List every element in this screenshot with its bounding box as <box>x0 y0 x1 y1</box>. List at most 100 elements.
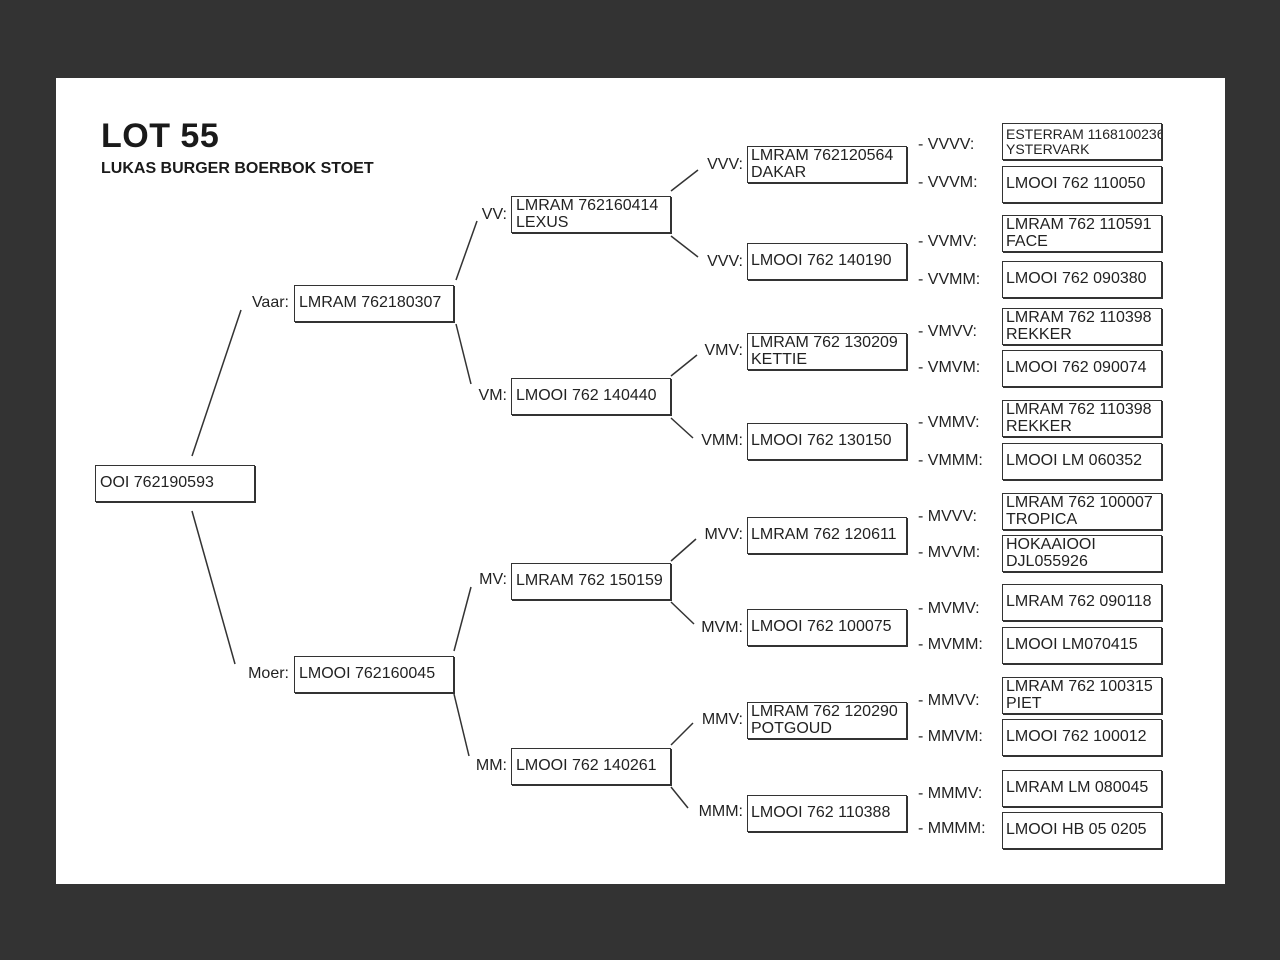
dam-id: LMOOI 762160045 <box>299 665 436 683</box>
mvvv-id: LMRAM 762 100007 <box>1006 493 1153 511</box>
connector-line <box>191 510 236 665</box>
mmvv-name: PIET <box>1006 694 1042 712</box>
vmvv-name: REKKER <box>1006 325 1072 343</box>
vvm-label: VVV: <box>707 253 743 270</box>
vmmv-id: LMRAM 762 110398 <box>1006 400 1152 418</box>
vvmv-id: LMRAM 762 110591 <box>1006 215 1152 233</box>
mvvv-name: TROPICA <box>1006 510 1078 528</box>
dam-box: LMOOI 762160045 <box>294 656 454 693</box>
mvvm-name: DJL055926 <box>1006 552 1088 570</box>
sire-box: LMRAM 762180307 <box>294 285 454 322</box>
mvm-label: MVM: <box>701 619 743 636</box>
page-title: LOT 55 <box>101 117 220 155</box>
mvv-id: LMRAM 762 120611 <box>751 526 897 544</box>
vmmv-label: - VMMV: <box>918 414 980 431</box>
vvmv-label: - VVMV: <box>918 233 977 250</box>
vvmm-label: - VVMM: <box>918 271 981 288</box>
mmmm-label: - MMMM: <box>918 820 986 837</box>
vmm-id: LMOOI 762 130150 <box>751 432 892 450</box>
dam-label: Moer: <box>248 665 289 682</box>
mmv-label: MMV: <box>701 711 743 728</box>
animal-box: OOI 762190593 <box>95 465 255 502</box>
mmm-id: LMOOI 762 110388 <box>751 804 891 822</box>
vv-label: VV: <box>481 206 507 223</box>
vvv-name: DAKAR <box>751 163 807 181</box>
mvm-box: LMOOI 762 100075 <box>747 609 907 646</box>
mvvv-label: - MVVV: <box>918 508 977 525</box>
mmvm-id: LMOOI 762 100012 <box>1006 728 1147 746</box>
vvv-label: VVV: <box>707 156 743 173</box>
vvv-box: LMRAM 762120564 DAKAR <box>747 146 907 183</box>
mmv-name: POTGOUD <box>751 719 832 737</box>
mvmm-label: - MVMM: <box>918 636 983 653</box>
vvvm-box: LMOOI 762 110050 <box>1002 166 1162 203</box>
mmvv-box: LMRAM 762 100315 PIET <box>1002 677 1162 714</box>
mmmv-label: - MMMV: <box>918 785 983 802</box>
mmm-box: LMOOI 762 110388 <box>747 795 907 832</box>
vvvv-label: - VVVV: <box>918 136 975 153</box>
vvvm-label: - VVVM: <box>918 174 978 191</box>
vvvm-id: LMOOI 762 110050 <box>1006 175 1146 193</box>
connector-line <box>455 220 478 281</box>
vm-label: VM: <box>478 387 507 404</box>
connector-line <box>670 417 694 439</box>
mmmv-id: LMRAM LM 080045 <box>1006 779 1149 797</box>
mvm-id: LMOOI 762 100075 <box>751 618 892 636</box>
mmmv-box: LMRAM LM 080045 <box>1002 770 1162 807</box>
vmv-id: LMRAM 762 130209 <box>751 333 898 351</box>
mv-label: MV: <box>479 571 507 588</box>
mvv-label: MVV: <box>704 526 743 543</box>
vmv-box: LMRAM 762 130209 KETTIE <box>747 333 907 370</box>
mmmm-box: LMOOI HB 05 0205 <box>1002 812 1162 849</box>
mmvv-id: LMRAM 762 100315 <box>1006 677 1153 695</box>
mvmv-label: - MVMV: <box>918 600 980 617</box>
mmmm-id: LMOOI HB 05 0205 <box>1006 821 1147 839</box>
mvvm-id: HOKAAIOOI <box>1006 535 1096 553</box>
vmv-label: VMV: <box>704 342 743 359</box>
connector-line <box>455 323 472 385</box>
vmmv-name: REKKER <box>1006 417 1072 435</box>
mvmv-id: LMRAM 762 090118 <box>1006 593 1152 611</box>
vmv-name: KETTIE <box>751 350 808 368</box>
connector-line <box>670 354 698 377</box>
mv-id: LMRAM 762 150159 <box>516 572 663 590</box>
mvvm-label: - MVVM: <box>918 544 981 561</box>
vv-box: LMRAM 762160414 LEXUS <box>511 196 671 233</box>
connector-line <box>453 693 470 757</box>
vmvv-box: LMRAM 762 110398 REKKER <box>1002 308 1162 345</box>
vvvv-id: ESTERRAM 1168100236 <box>1006 125 1162 142</box>
page-subtitle: LUKAS BURGER BOERBOK STOET <box>101 160 374 177</box>
vm-id: LMOOI 762 140440 <box>516 387 657 405</box>
vvm-id: LMOOI 762 140190 <box>751 252 892 270</box>
mmvv-label: - MMVV: <box>918 692 980 709</box>
mm-label: MM: <box>475 757 507 774</box>
sire-id: LMRAM 762180307 <box>299 294 442 312</box>
vvv-id: LMRAM 762120564 <box>751 146 894 164</box>
vvvv-box: ESTERRAM 1168100236 YSTERVARK <box>1002 123 1162 160</box>
mmvm-label: - MMVM: <box>918 728 983 745</box>
mm-box: LMOOI 762 140261 <box>511 748 671 785</box>
vv-id: LMRAM 762160414 <box>516 196 659 214</box>
vmmm-label: - VMMM: <box>918 452 983 469</box>
connector-line <box>670 538 697 562</box>
animal-id: OOI 762190593 <box>100 474 214 492</box>
mvmm-box: LMOOI LM070415 <box>1002 627 1162 664</box>
vmmv-box: LMRAM 762 110398 REKKER <box>1002 400 1162 437</box>
vm-box: LMOOI 762 140440 <box>511 378 671 415</box>
mvvm-box: HOKAAIOOI DJL055926 <box>1002 535 1162 572</box>
vvmm-box: LMOOI 762 090380 <box>1002 261 1162 298</box>
vvvv-name: YSTERVARK <box>1006 140 1090 157</box>
vmmm-box: LMOOI LM 060352 <box>1002 443 1162 480</box>
sire-label: Vaar: <box>251 294 289 311</box>
vvmv-box: LMRAM 762 110591 FACE <box>1002 215 1162 252</box>
vvm-box: LMOOI 762 140190 <box>747 243 907 280</box>
vmm-label: VMM: <box>701 432 743 449</box>
connector-line <box>670 235 699 258</box>
vmvv-id: LMRAM 762 110398 <box>1006 308 1152 326</box>
vmvm-box: LMOOI 762 090074 <box>1002 350 1162 387</box>
vmm-box: LMOOI 762 130150 <box>747 423 907 460</box>
mvmm-id: LMOOI LM070415 <box>1006 636 1138 654</box>
vvmv-name: FACE <box>1006 232 1048 250</box>
mmv-id: LMRAM 762 120290 <box>751 702 898 720</box>
connector-line <box>670 169 699 192</box>
